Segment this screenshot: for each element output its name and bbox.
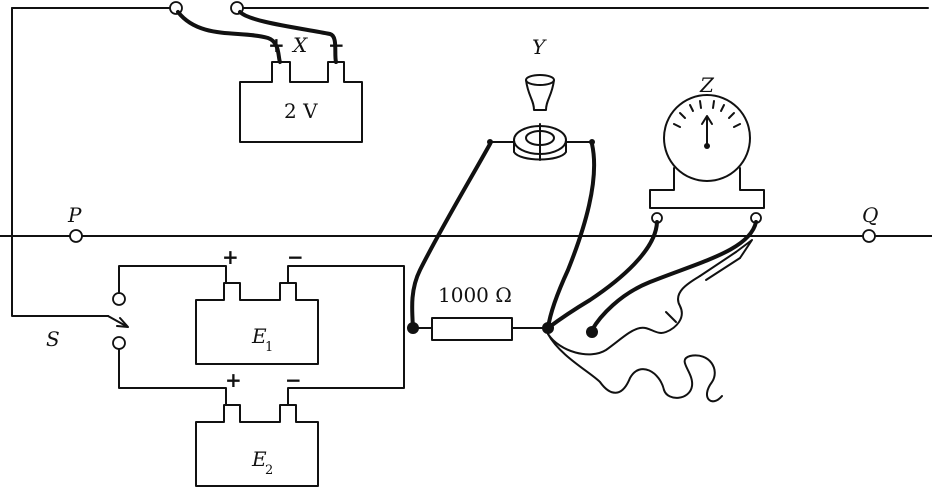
e1-plus-sign: + <box>222 245 239 269</box>
label-driver-voltage: 2 V <box>284 99 318 123</box>
label-resistor: 1000 Ω <box>438 283 512 307</box>
jockey-lead <box>547 239 753 403</box>
cell-e1: + − E 1 <box>195 245 405 365</box>
label-s: S <box>46 327 60 351</box>
label-y: Y <box>532 35 547 59</box>
label-e1: E <box>251 324 267 348</box>
terminal-q <box>862 229 876 243</box>
junction-jockey <box>586 326 598 338</box>
slide-wire: P Q <box>0 203 932 243</box>
component-y: Y <box>410 35 597 330</box>
e2-minus-sign: − <box>285 368 302 392</box>
label-q: Q <box>862 203 878 227</box>
resistor-1000-ohm: 1000 Ω <box>407 283 554 341</box>
label-p: P <box>67 203 82 227</box>
label-e1-subscript: 1 <box>265 340 273 355</box>
label-x: X <box>291 33 308 57</box>
switch-s: S <box>39 265 227 406</box>
e2-plus-sign: + <box>225 368 242 392</box>
switch-contact-bottom <box>112 336 126 350</box>
switch-contact-top <box>112 292 126 306</box>
label-e2: E <box>251 447 267 471</box>
meter-scale <box>673 100 741 128</box>
outer-wiring <box>11 7 929 317</box>
cell-e2: + − E 2 <box>195 327 405 487</box>
label-e2-subscript: 2 <box>265 463 273 478</box>
driver-cell-x: + − X 2 V <box>169 1 363 143</box>
terminal-p <box>69 229 83 243</box>
label-z: Z <box>699 73 715 97</box>
driver-minus-sign: − <box>328 33 345 57</box>
e1-minus-sign: − <box>287 245 304 269</box>
driver-plus-sign: + <box>268 33 285 57</box>
meter-z: Z <box>546 73 765 338</box>
